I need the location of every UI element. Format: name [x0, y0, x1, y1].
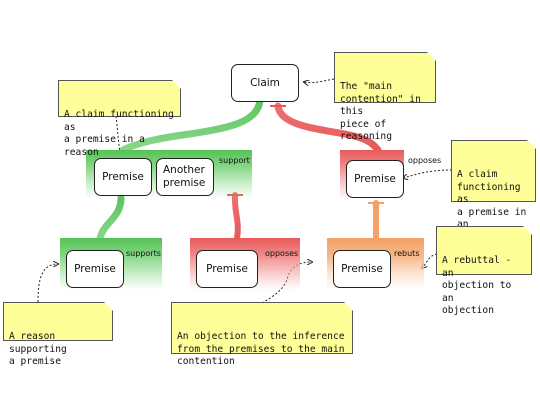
note-fold-icon	[172, 80, 181, 89]
callout-reason-supporting	[37, 264, 58, 303]
callout-rebuttal	[422, 253, 438, 268]
note-fold-icon	[527, 140, 536, 149]
premise-left-box[interactable]: Premise	[94, 158, 152, 196]
premise-support-box[interactable]: Premise	[66, 250, 124, 288]
note-claim-premise-reason: A claim functioning as a premise in a re…	[58, 80, 181, 158]
another-premise-box[interactable]: Another premise	[156, 158, 214, 196]
note-rebuttal-text: A rebuttal - an objection to an objectio…	[442, 255, 512, 316]
premise-right-box[interactable]: Premise	[346, 160, 404, 198]
oppose-link-inference	[231, 192, 241, 241]
note-fold-icon	[104, 302, 113, 311]
oppose-link-claim	[274, 102, 382, 154]
note-reason-supporting: A reason supporting a premise	[3, 302, 113, 367]
note-fold-icon	[523, 226, 532, 235]
note-fold-icon	[344, 302, 353, 311]
callout-claim-premise-reason	[115, 115, 121, 158]
note-claim-premise-objection: A claim functioning as a premise in an o…	[451, 140, 536, 243]
note-claim-premise-reason-text: A claim functioning as a premise in a re…	[64, 109, 174, 158]
tag-supports: supports	[126, 249, 161, 258]
callout-main-contention	[304, 78, 335, 83]
note-reason-supporting-text: A reason supporting a premise	[9, 331, 67, 367]
note-fold-icon	[427, 52, 436, 61]
note-rebuttal: A rebuttal - an objection to an objectio…	[436, 226, 532, 316]
note-objection-inference: An objection to the inference from the p…	[171, 302, 353, 367]
tag-opposes-mid: opposes	[265, 249, 299, 258]
tag-support: support	[219, 156, 250, 165]
support-link-premise	[96, 194, 125, 242]
note-main-contention-text: The "main contention" in this piece of r…	[340, 81, 421, 142]
note-objection-inference-text: An objection to the inference from the p…	[177, 331, 345, 367]
support-link-claim	[119, 96, 264, 154]
premise-rebut-box[interactable]: Premise	[333, 250, 391, 288]
premise-oppose-box[interactable]: Premise	[196, 250, 258, 288]
claim-box[interactable]: Claim	[231, 64, 299, 102]
callout-claim-premise-objection	[403, 169, 453, 178]
tag-rebuts: rebuts	[394, 249, 420, 258]
tag-opposes-top: opposes	[408, 156, 442, 165]
note-main-contention: The "main contention" in this piece of r…	[334, 52, 436, 142]
